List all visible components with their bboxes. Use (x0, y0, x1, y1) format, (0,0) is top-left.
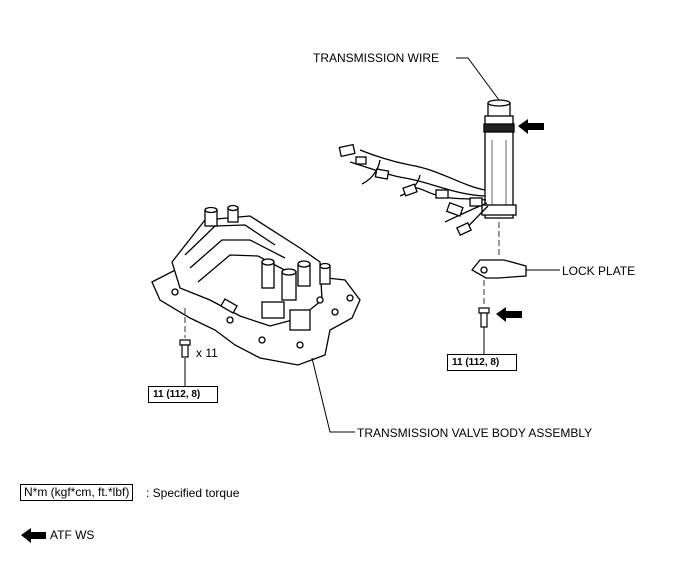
leader-lines (184, 57, 560, 433)
arrow-left-icon (21, 528, 46, 543)
legend-atf-label: ATF WS (50, 528, 95, 542)
arrow-left-icon (496, 307, 522, 322)
arrow-left-icon (518, 119, 544, 134)
legend-torque-key: N*m (kgf*cm, ft.*lbf) (20, 484, 134, 501)
lock-plate-label: LOCK PLATE (562, 264, 636, 278)
valve-body-torque-box: 11 (112, 8) (148, 386, 218, 403)
valve-body-label: TRANSMISSION VALVE BODY ASSEMBLY (357, 426, 593, 440)
transmission-wire-label: TRANSMISSION WIRE (313, 51, 440, 65)
lock-plate (471, 259, 527, 279)
bolt-count-label: x 11 (196, 346, 218, 360)
valve-body-bolt (179, 339, 191, 358)
transmission-wire (338, 99, 517, 237)
lock-plate-torque-box: 11 (112, 8) (447, 354, 517, 371)
valve-body-assembly (151, 204, 361, 366)
legend-torque-desc: : Specified torque (146, 486, 240, 500)
lock-plate-bolt (478, 307, 490, 328)
